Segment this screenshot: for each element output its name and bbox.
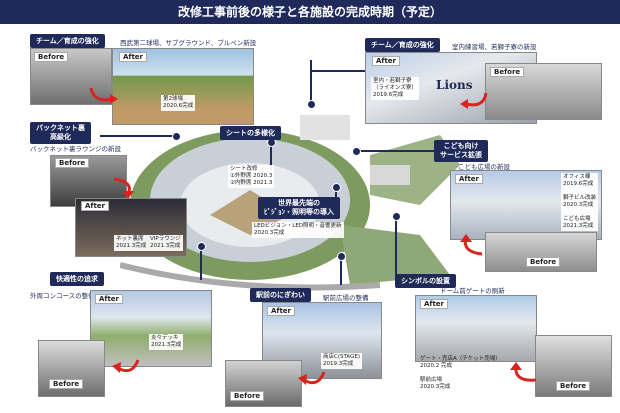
- section-tag-team-development: チーム／育成の強化: [30, 34, 105, 48]
- completion-note: 炎々デッキ 2021.3完成: [149, 334, 184, 350]
- red-arrow-icon: [460, 92, 488, 109]
- section-subtitle: 外周コンコースの整備: [30, 292, 95, 300]
- after-photo: After 第2球場 2020.6完成: [112, 48, 254, 125]
- after-photo: After 炎々デッキ 2021.3完成: [90, 290, 212, 367]
- red-arrow-icon: [112, 359, 140, 373]
- before-label: Before: [556, 381, 591, 391]
- section-tag-comfort: 快適性の追求: [50, 272, 104, 286]
- marker-dot: [197, 242, 206, 251]
- stadium-illustration: [120, 115, 460, 291]
- marker-dot: [307, 100, 316, 109]
- marker-dot: [332, 183, 341, 192]
- section-tag-symbol: シンボルの設置: [395, 274, 456, 288]
- section-tag-kids: こども向け サービス拡張: [434, 140, 488, 162]
- before-photo: Before: [535, 335, 612, 397]
- completion-note: シート改修 ①外野席 2020.3 ②内野席 2021.3: [228, 165, 275, 188]
- completion-note: 第2球場 2020.6完成: [161, 95, 196, 111]
- before-photo: Before: [38, 340, 105, 397]
- after-label: After: [455, 174, 484, 184]
- section-tag-team-development: チーム／育成の強化: [365, 38, 440, 52]
- after-label: After: [267, 306, 296, 316]
- after-photo: After: [415, 295, 537, 362]
- completion-note: LEDビジョン・LED照明・音響更新 2020.3完成: [252, 222, 344, 238]
- page-title: 改修工事前後の様子と各施設の完成時期（予定）: [0, 0, 620, 24]
- after-photo: After オフィス棟 2019.6完成 獅子ビル改装 2020.3完成 こども…: [450, 170, 602, 240]
- section-subtitle: 室内練習場、若獅子寮の新設: [452, 43, 537, 51]
- before-label: Before: [34, 52, 69, 62]
- marker-dot: [172, 132, 181, 141]
- red-arrow-icon: [298, 371, 326, 385]
- section-subtitle: バックネット裏ラウンジの新設: [30, 145, 121, 153]
- after-label: After: [420, 299, 449, 309]
- after-label: After: [81, 201, 110, 211]
- red-arrow-icon: [89, 87, 118, 104]
- section-tag-station: 駅前のにぎわい: [250, 288, 311, 302]
- completion-note: オフィス棟 2019.6完成 獅子ビル改装 2020.3完成 こども広場 202…: [561, 173, 599, 231]
- section-tag-vision: 世界最先端の ﾋﾞｼﾞｮﾝ・照明等の導入: [258, 197, 340, 219]
- section-tag-seats: シートの多様化: [220, 126, 281, 140]
- before-label: Before: [526, 257, 561, 267]
- section-subtitle: こども広場の新設: [458, 163, 510, 171]
- section-subtitle: ドーム前ゲートの刷新: [440, 287, 505, 295]
- red-arrow-icon: [113, 177, 134, 199]
- completion-note: 室内・若獅子寮 （ライオンズ寮） 2019.6完成: [371, 77, 419, 100]
- after-label: After: [119, 52, 148, 62]
- completion-note: ゲート・売店A（チケット売場） 2020.2 完成 駅前広場 2020.3完成: [420, 356, 501, 390]
- red-arrow-icon: [460, 234, 483, 256]
- lions-logo: Lions: [436, 78, 473, 92]
- before-photo: Before: [30, 48, 112, 105]
- completion-note: ネット裏席 2021.3完成: [114, 235, 149, 251]
- red-arrow-icon: [510, 362, 537, 382]
- before-label: Before: [490, 67, 525, 77]
- completion-note: VIPラウンジ 2021.3完成: [148, 235, 183, 251]
- before-label: Before: [49, 379, 84, 389]
- marker-dot: [392, 212, 401, 221]
- before-photo: Before: [485, 232, 597, 272]
- section-subtitle: 駅前広場の整備: [323, 294, 369, 302]
- before-label: Before: [230, 391, 265, 401]
- before-photo: Before: [485, 63, 602, 120]
- marker-dot: [352, 147, 361, 156]
- after-label: After: [372, 56, 401, 66]
- before-photo: Before: [225, 360, 302, 407]
- before-label: Before: [55, 158, 90, 168]
- after-label: After: [95, 294, 124, 304]
- section-tag-backnet: バックネット裏 高級化: [30, 122, 91, 144]
- section-subtitle: 西武第二球場、サブグラウンド、ブルペン新設: [120, 39, 257, 47]
- marker-dot: [337, 252, 346, 261]
- completion-note: 商店C(STAGE) 2019.3完成: [321, 353, 362, 369]
- after-photo: After ネット裏席 2021.3完成 VIPラウンジ 2021.3完成: [75, 198, 187, 257]
